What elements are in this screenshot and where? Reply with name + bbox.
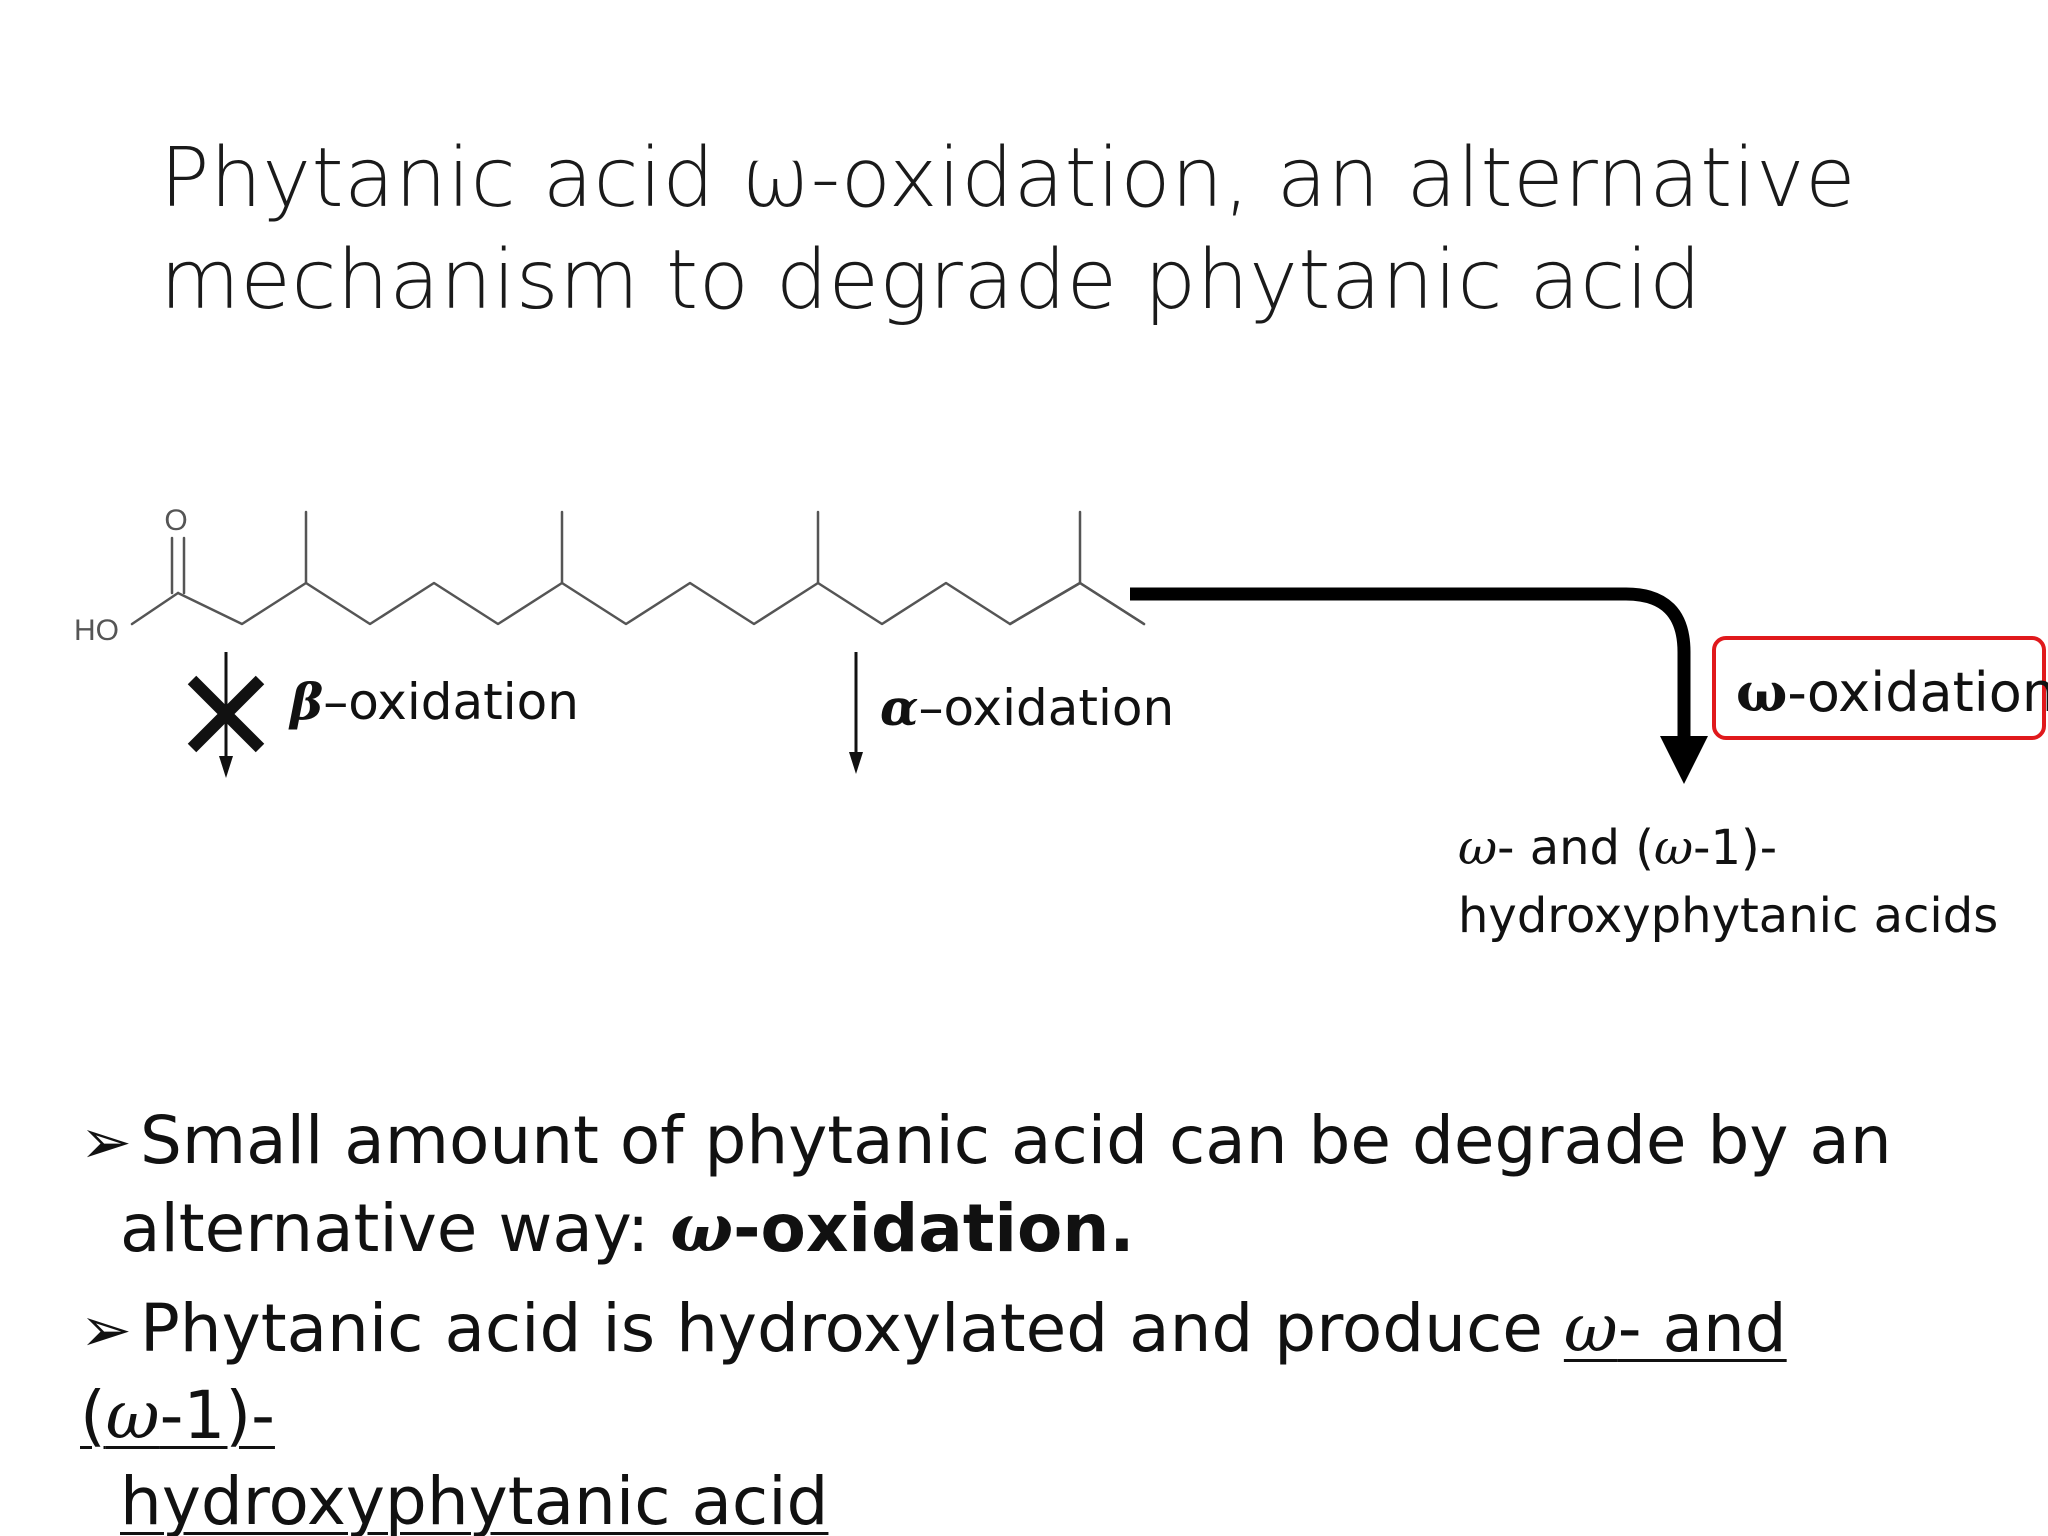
omega-oxidation-highlight-box bbox=[1712, 636, 2046, 740]
alpha-symbol: α bbox=[880, 678, 919, 737]
bullet-arrow-icon: ➢ bbox=[80, 1105, 132, 1178]
product-line-2: hydroxyphytanic acids bbox=[1458, 888, 1999, 944]
title-line-2: mechanism to degrade phytanic acid bbox=[160, 233, 1702, 328]
bullet-1-continuation: alternative way: ω-oxidation. bbox=[80, 1185, 2000, 1272]
product-line-1: ω- and (ω-1)- bbox=[1458, 814, 1998, 882]
alpha-oxidation-arrow bbox=[849, 652, 863, 774]
bullet-2-u-text-2: -1)- bbox=[159, 1377, 275, 1454]
bullet-2-underlined: ω- and (ω-1)- bbox=[80, 1290, 1787, 1454]
omega-symbol: ω bbox=[1736, 660, 1788, 724]
bullet-2-continuation: hydroxyphytanic acid bbox=[120, 1463, 829, 1536]
carbon-chain bbox=[176, 581, 1146, 626]
bullet-arrow-icon: ➢ bbox=[80, 1293, 132, 1366]
bullet-2-u-text-1: - and ( bbox=[80, 1290, 1787, 1454]
bullet-2-omega-2: ω bbox=[105, 1377, 160, 1454]
omega-product-label: ω- and (ω-1)- hydroxyphytanic acids bbox=[1458, 814, 1998, 950]
blocked-x-icon bbox=[187, 675, 265, 753]
beta-text: –oxidation bbox=[323, 673, 579, 731]
product-text-2: -1)- bbox=[1693, 820, 1778, 876]
omega-oxidation-arrow bbox=[1130, 587, 1708, 784]
bullet-2-text: Phytanic acid is hydroxylated and produc… bbox=[140, 1290, 1564, 1367]
atom-oxygen-label: O bbox=[164, 504, 187, 537]
product-omega-2: ω bbox=[1654, 820, 1694, 876]
omega-text: -oxidation bbox=[1787, 661, 2048, 724]
beta-oxidation-blocked-arrow bbox=[187, 652, 265, 778]
beta-oxidation-label: β–oxidation bbox=[290, 672, 579, 731]
bullet-1-bold-text: -oxidation. bbox=[733, 1190, 1135, 1267]
phytanic-acid-structure bbox=[130, 510, 1146, 626]
bullet-1-text: Small amount of phytanic acid can be deg… bbox=[140, 1102, 1892, 1179]
bullet-list: ➢Small amount of phytanic acid can be de… bbox=[80, 1098, 2000, 1536]
alpha-text: –oxidation bbox=[918, 679, 1175, 737]
bullet-item-1: ➢Small amount of phytanic acid can be de… bbox=[80, 1098, 2000, 1272]
bullet-2-omega-1: ω bbox=[1563, 1290, 1618, 1367]
bullet-1-cont-text: alternative way: bbox=[120, 1190, 671, 1267]
omega-oxidation-label: ω-oxidation bbox=[1736, 660, 2048, 724]
bullet-1-omega: ω bbox=[670, 1189, 734, 1267]
title-line-1: Phytanic acid ω-oxidation, an alternativ… bbox=[160, 131, 1857, 226]
product-text-1: - and ( bbox=[1497, 820, 1655, 876]
slide-title: Phytanic acid ω-oxidation, an alternativ… bbox=[160, 128, 1860, 332]
beta-symbol: β bbox=[290, 672, 324, 731]
bullet-item-2: ➢Phytanic acid is hydroxylated and produ… bbox=[80, 1286, 2000, 1536]
product-omega-1: ω bbox=[1458, 820, 1498, 876]
bond-ho-c1 bbox=[130, 591, 180, 626]
carbon-chain-tail bbox=[1008, 581, 1146, 626]
alpha-oxidation-label: α–oxidation bbox=[880, 678, 1174, 737]
atom-hydroxyl-label: HO bbox=[74, 614, 119, 647]
